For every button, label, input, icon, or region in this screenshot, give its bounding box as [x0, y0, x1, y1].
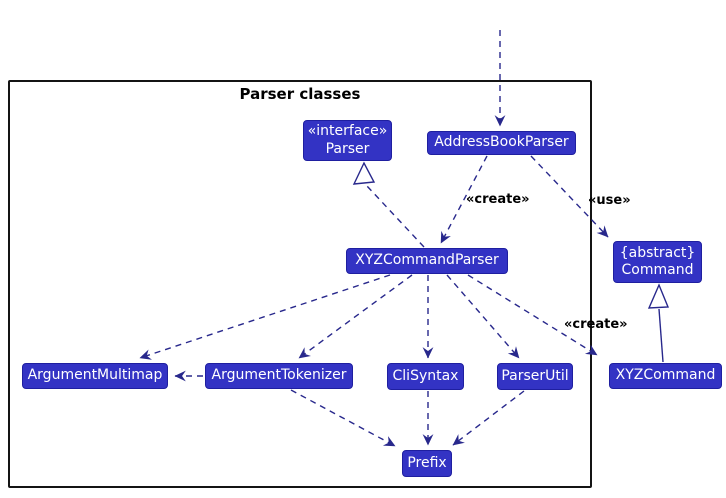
arrow-addressbookparser-use-command [530, 155, 609, 238]
arrow-parserutil-to-prefix [452, 390, 525, 446]
frame-title: Parser classes [239, 85, 361, 103]
class-prefix-name: Prefix [407, 454, 447, 471]
class-clisyntax-name: CliSyntax [392, 367, 459, 384]
arrow-xyzcommandparser-implements-parser [366, 185, 425, 248]
class-parserutil: ParserUtil [497, 363, 573, 390]
arrow-xyzcommandparser-to-argumenttokenizer [298, 274, 413, 359]
class-argumenttokenizer: ArgumentTokenizer [205, 363, 353, 389]
class-addressbookparser-name: AddressBookParser [434, 134, 569, 151]
class-parser-stereotype: «interface» [307, 123, 388, 139]
arrow-xyzcommandparser-create-xyzcommand [467, 274, 598, 356]
class-parser: «interface» Parser [303, 120, 392, 161]
edge-label-use-command: «use» [588, 193, 631, 208]
class-argumenttokenizer-name: ArgumentTokenizer [211, 367, 347, 384]
edge-label-create-xyzcommand: «create» [564, 317, 628, 332]
class-xyzcommandparser: XYZCommandParser [346, 248, 508, 274]
class-xyzcommand-name: XYZCommand [615, 367, 716, 384]
arrow-xyzcommandparser-to-parserutil [446, 274, 520, 359]
arrow-addressbookparser-create-xyzcommandparser [440, 155, 488, 244]
class-parserutil-name: ParserUtil [501, 367, 569, 384]
arrow-xyzcommandparser-to-argumentmultimap [139, 274, 391, 360]
inheritance-triangle-command [647, 283, 670, 309]
diagram-frame: Parser classes [8, 80, 592, 488]
class-addressbookparser: AddressBookParser [427, 131, 576, 155]
edge-label-create-xyzcommandparser: «create» [466, 192, 530, 207]
class-argumentmultimap: ArgumentMultimap [22, 363, 168, 389]
arrow-argumenttokenizer-to-prefix [290, 389, 396, 447]
class-command: {abstract} Command [613, 241, 702, 283]
class-command-name: Command [621, 262, 694, 278]
class-clisyntax: CliSyntax [387, 363, 464, 390]
class-argumentmultimap-name: ArgumentMultimap [27, 367, 163, 384]
arrow-xyzcommand-extends-command [658, 308, 664, 363]
realization-triangle-parser [352, 161, 376, 185]
class-xyzcommand: XYZCommand [609, 363, 722, 389]
class-parser-name: Parser [325, 140, 370, 157]
class-prefix: Prefix [402, 450, 452, 477]
class-command-stereotype: {abstract} [619, 244, 696, 261]
class-xyzcommandparser-name: XYZCommandParser [355, 252, 499, 269]
